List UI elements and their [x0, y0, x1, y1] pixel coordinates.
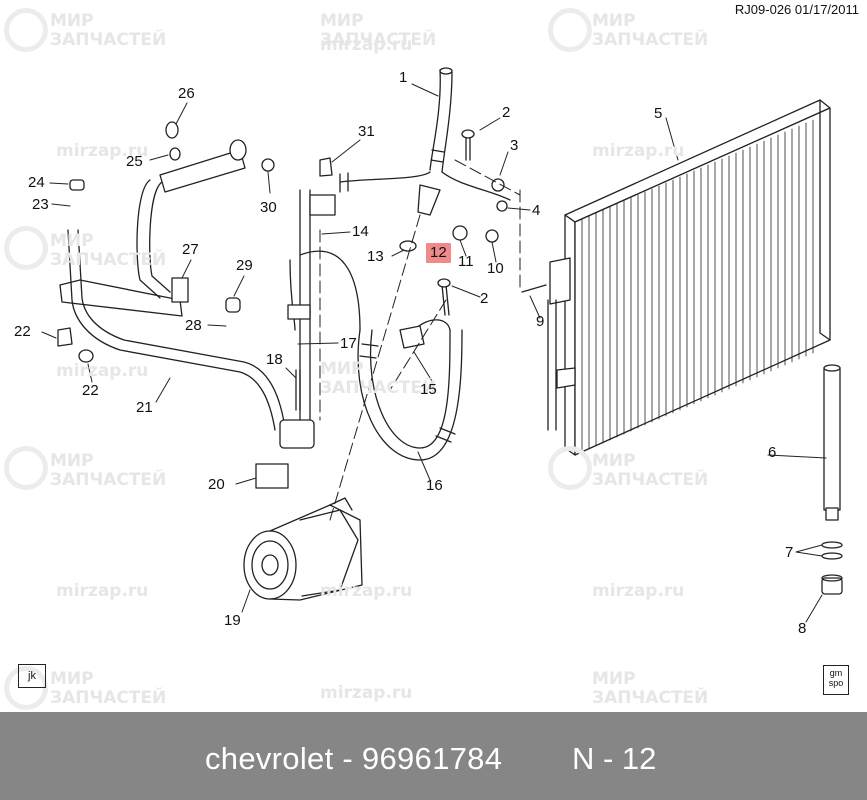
callout-11: 11	[458, 253, 474, 270]
callout-15: 15	[420, 381, 437, 398]
ac-system-drawing	[41, 67, 843, 623]
callout-5: 5	[654, 105, 663, 122]
callout-13: 13	[367, 248, 384, 265]
callout-21: 21	[136, 399, 153, 416]
callout-20: 20	[208, 476, 225, 493]
jk-badge: jk	[18, 664, 46, 688]
callout-19: 19	[224, 612, 241, 629]
callout-22: 22	[14, 323, 31, 340]
callout-31: 31	[358, 123, 375, 140]
callout-2: 2	[480, 290, 489, 307]
footer-part-number: chevrolet - 96961784	[205, 741, 503, 776]
callout-9: 9	[536, 313, 545, 330]
callout-3: 3	[510, 137, 519, 154]
callout-18: 18	[266, 351, 283, 368]
callout-1: 1	[399, 69, 408, 86]
callout-17: 17	[340, 335, 357, 352]
callout-16: 16	[426, 477, 443, 494]
gm-spo-badge: gm spo	[823, 665, 849, 695]
fasteners	[57, 121, 547, 411]
callout-26: 26	[178, 85, 195, 102]
callout-12-highlighted[interactable]: 12	[426, 243, 451, 263]
footer-reference: N - 12	[572, 741, 657, 776]
callout-10: 10	[487, 260, 504, 277]
callout-29: 29	[236, 257, 253, 274]
condenser	[547, 99, 831, 456]
callout-4: 4	[532, 202, 541, 219]
callout-27: 27	[182, 241, 199, 258]
parts-diagram: МИР ЗАПЧАСТЕЙ МИР ЗАПЧАСТЕЙ МИР ЗАПЧАСТЕ…	[4, 2, 859, 710]
drier	[821, 364, 843, 595]
callout-8: 8	[798, 620, 807, 637]
callout-2: 2	[502, 104, 511, 121]
callout-6: 6	[768, 444, 777, 461]
callout-7: 7	[785, 544, 794, 561]
callout-24: 24	[28, 174, 45, 191]
diagram-code: RJ09-026 01/17/2011	[734, 2, 859, 17]
callout-14: 14	[352, 223, 369, 240]
callout-30: 30	[260, 199, 277, 216]
callout-23: 23	[32, 196, 49, 213]
tube-1	[339, 67, 511, 216]
callout-25: 25	[126, 153, 143, 170]
gm-spo-label: gm spo	[828, 668, 844, 688]
callout-28: 28	[185, 317, 202, 334]
compressor	[243, 497, 363, 601]
hose-assembly-18	[255, 189, 361, 489]
footer-bar: chevrolet - 96961784 N - 12	[0, 712, 867, 800]
callout-22: 22	[82, 382, 99, 399]
pipe-21	[59, 139, 286, 431]
